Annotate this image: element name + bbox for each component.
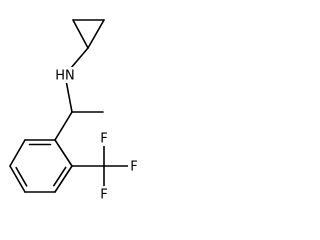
bond-c8-c9-inner — [15, 166, 28, 187]
label-mask-f3 — [98, 186, 110, 202]
atom-label-f2: F — [130, 160, 137, 175]
label-mask-f1 — [98, 130, 110, 146]
bond-c8-c9 — [9, 165, 26, 193]
bond-layer — [9, 19, 135, 195]
label-mask-n1 — [55, 67, 75, 83]
bond-c1-c2 — [72, 19, 89, 49]
bond-c4-c6 — [54, 111, 73, 141]
atom-label-layer: HN F F F — [55, 67, 140, 203]
atom-label-f1: F — [100, 132, 107, 147]
label-mask-f2 — [128, 158, 140, 174]
bond-c11-c6 — [54, 139, 73, 167]
atom-label-f3: F — [100, 188, 107, 203]
bond-c10-c11-inner — [52, 166, 67, 187]
bond-c7-c8 — [9, 139, 26, 167]
molecule-structure: HN F F F — [9, 19, 140, 203]
bond-c10-c11 — [54, 165, 73, 193]
bond-c3-c1 — [87, 19, 105, 49]
atom-label-n1: HN — [55, 69, 75, 84]
